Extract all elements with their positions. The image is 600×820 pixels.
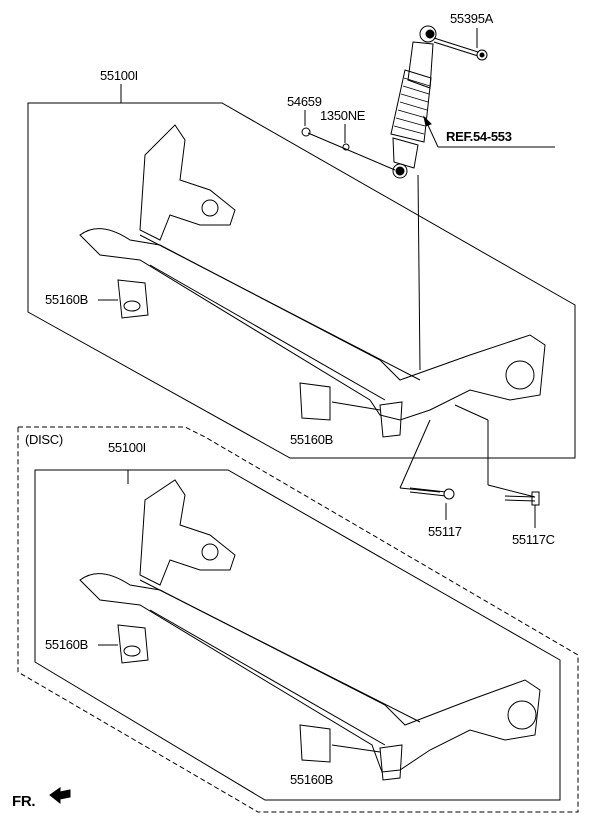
part-label-1350NE: 1350NE	[320, 108, 366, 123]
disc-variant-label: (DISC)	[25, 432, 63, 447]
part-label-axle-disc: 55100I	[108, 440, 146, 455]
part-label-bushing: 55160B	[45, 292, 89, 307]
rear-axle-lower	[79, 479, 541, 781]
shock-absorber	[301, 25, 488, 179]
part-label-55395A: 55395A	[450, 11, 494, 26]
part-label-bushing: 55160B	[45, 637, 89, 652]
part-label-54659: 54659	[287, 94, 322, 109]
leader-lines	[98, 28, 555, 753]
disc-axle-assembly-frame	[34, 469, 561, 801]
front-indicator: FR.	[12, 793, 36, 810]
part-label-bushing: 55160B	[290, 432, 334, 447]
ref-link-shock[interactable]: REF.54-553	[446, 129, 512, 144]
disc-variant-frame	[17, 426, 579, 813]
part-label-55117C: 55117C	[512, 532, 555, 547]
axle-assembly-frame	[27, 102, 576, 459]
bolts	[409, 487, 540, 506]
part-label-bushing: 55160B	[290, 772, 334, 787]
part-label-55117: 55117	[428, 524, 462, 539]
part-label-axle: 55100I	[100, 68, 138, 83]
rear-axle-upper	[79, 124, 546, 438]
front-arrow-icon	[49, 787, 71, 805]
